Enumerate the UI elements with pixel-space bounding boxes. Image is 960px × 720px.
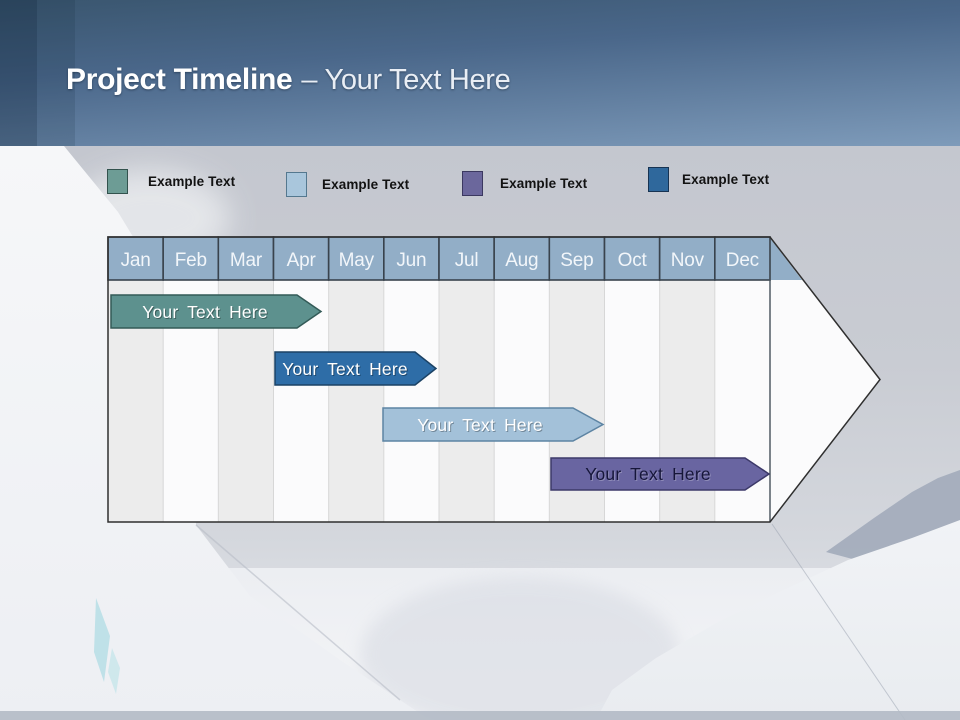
slide-title[interactable]: Project Timeline– Your Text Here (66, 58, 926, 107)
bar-shape[interactable] (550, 457, 771, 491)
legend-item-teal[interactable]: Example Text (107, 169, 235, 194)
month-label: Apr (287, 250, 317, 271)
timeline-arrow-outline (107, 236, 881, 523)
bar-label-shadow: Your Text Here (143, 303, 269, 323)
month-label: Sep (560, 250, 593, 271)
legend-label: Example Text (148, 174, 236, 189)
legend-swatch-darkblue (648, 167, 669, 192)
header-left-stripe-medium (37, 0, 75, 146)
legend-label: Example Text (322, 177, 410, 192)
title-secondary[interactable]: – Your Text Here (301, 64, 511, 96)
legend-label: Example Text (682, 172, 770, 187)
legend-label: Example Text (500, 176, 588, 191)
legend-swatch-purple (462, 171, 483, 196)
bar-shape[interactable] (382, 407, 605, 442)
bar-label-shadow: Your Text Here (418, 416, 544, 436)
bar-label: Your Text Here (282, 359, 408, 379)
bar-label: Your Text Here (585, 464, 711, 484)
month-cell (603, 236, 661, 281)
legend-item-purple[interactable]: Example Text (462, 171, 587, 196)
timeline-bar-4[interactable]: Your Text Here Your Text Here (550, 457, 771, 491)
month-cell (107, 236, 164, 281)
timeline-bar-2[interactable]: Your Text Here Your Text Here (274, 351, 438, 386)
timeline-bar-3[interactable]: Your Text Here Your Text Here (382, 407, 605, 442)
month-label: May (339, 250, 375, 271)
bar-label: Your Text Here (417, 415, 543, 435)
legend-item-darkblue[interactable]: Example Text (648, 167, 769, 192)
header-banner: Project Timeline– Your Text Here (0, 0, 960, 146)
ice-streak-small (108, 648, 120, 694)
month-cell (272, 236, 330, 281)
slope-crease-right (771, 523, 906, 720)
timeline-bar-1[interactable]: Your Text Here Your Text Here (110, 294, 323, 329)
bar-label-shadow: Your Text Here (283, 360, 409, 380)
month-label: Jun (396, 250, 426, 271)
month-cell (493, 236, 551, 281)
legend-swatch-lightblue (286, 172, 307, 197)
snow-ridge-right (596, 520, 960, 720)
month-label: Oct (618, 250, 648, 271)
month-cell (327, 236, 385, 281)
month-label: Feb (175, 250, 207, 271)
month-label: Aug (505, 250, 538, 271)
ice-streak (94, 598, 110, 682)
month-label: Mar (230, 250, 263, 271)
legend-swatch-teal (107, 169, 128, 194)
bar-shape[interactable] (110, 294, 323, 329)
bar-label-shadow: Your Text Here (586, 465, 712, 485)
month-label: Jan (121, 250, 151, 271)
photo-bottom-edge (0, 711, 960, 720)
legend-item-lightblue[interactable]: Example Text (286, 172, 409, 197)
month-label: Jul (455, 250, 479, 271)
bar-label: Your Text Here (142, 302, 268, 322)
month-label: Dec (726, 250, 759, 271)
title-primary[interactable]: Project Timeline (66, 63, 293, 96)
slope-crease-left (195, 524, 401, 701)
bar-shape[interactable] (274, 351, 438, 386)
header-left-stripe-dark (0, 0, 37, 146)
month-header-row (107, 236, 802, 281)
slope-shadow (360, 577, 680, 720)
month-label: Nov (671, 250, 705, 271)
month-labels: Jan Feb Mar Apr May Jun Jul Aug Sep Oct … (121, 250, 760, 271)
